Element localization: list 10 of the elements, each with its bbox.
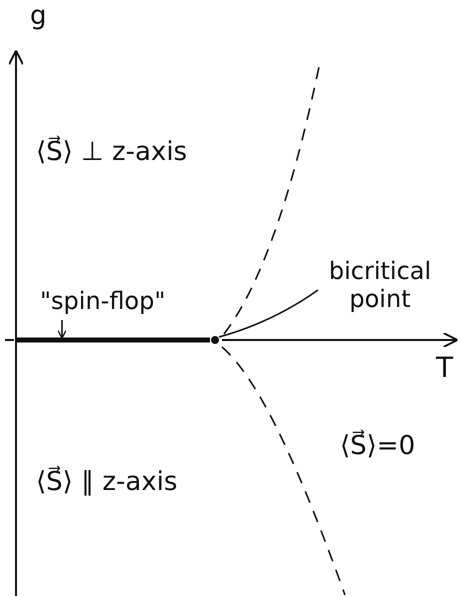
phase-label: ⟨S⃗⟩ ⊥ z-axis (36, 138, 188, 168)
axis-label: g (30, 2, 47, 32)
phase-label: ⟨S⃗⟩ ∥ z-axis (36, 468, 178, 498)
annotation-label: "spin-flop" (40, 288, 190, 316)
phase-label: ⟨S⃗⟩=0 (340, 432, 416, 462)
leader-line (218, 289, 318, 338)
arrow (57, 320, 67, 339)
annotation-label: bicritical point (305, 258, 455, 314)
bicritical-point-dot (211, 336, 219, 344)
axis-label: T (436, 352, 454, 384)
